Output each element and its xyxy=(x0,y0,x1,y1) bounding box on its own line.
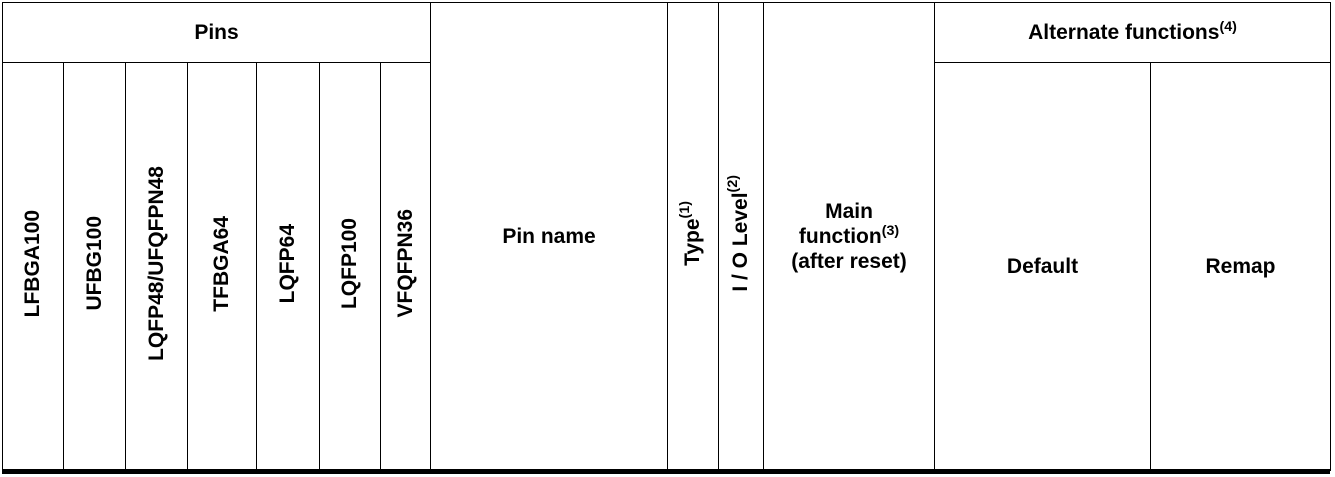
header-bottom-rule xyxy=(2,469,1330,474)
package-header-lfbga100: LFBGA100 xyxy=(2,62,64,471)
package-header-lqfp64: LQFP64 xyxy=(256,62,320,471)
pins-header: Pins xyxy=(2,2,431,63)
pinout-table: Pins Pin name Type(1) I / O Level(2) Mai… xyxy=(2,2,1331,471)
main-function-header: Main function(3) (after reset) xyxy=(763,2,935,471)
alternate-functions-header: Alternate functions(4) xyxy=(934,2,1331,63)
type-header: Type(1) xyxy=(667,2,719,471)
package-header-vfqfpn36: VFQFPN36 xyxy=(380,62,431,471)
remap-header: Remap xyxy=(1150,62,1331,471)
package-header-ufbg100: UFBG100 xyxy=(63,62,126,471)
package-header-lqfp100: LQFP100 xyxy=(319,62,381,471)
pin-name-header: Pin name xyxy=(430,2,668,471)
default-header: Default xyxy=(934,62,1151,471)
package-header-lqfp48: LQFP48/UFQFPN48 xyxy=(125,62,188,471)
io-level-header: I / O Level(2) xyxy=(718,2,764,471)
package-header-tfbga64: TFBGA64 xyxy=(187,62,257,471)
